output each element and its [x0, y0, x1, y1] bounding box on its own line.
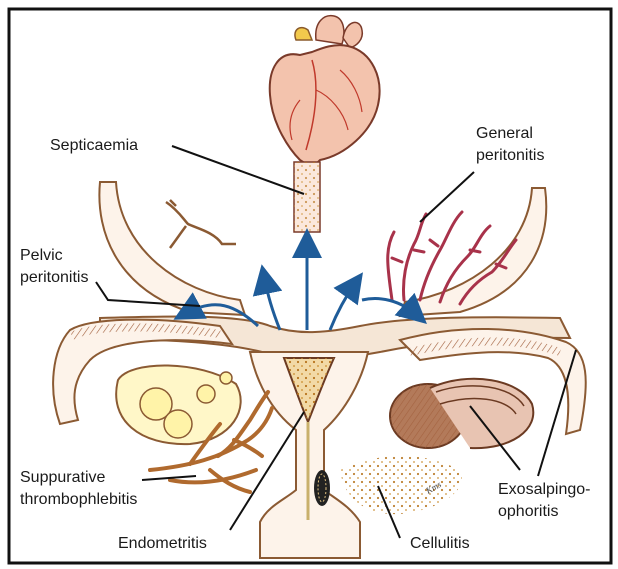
label-endometritis: Endometritis — [118, 535, 207, 552]
label-exosalpingo-line2: ophoritis — [498, 503, 558, 520]
label-suppurative-line2: thrombophlebitis — [20, 491, 137, 508]
label-pelvic-peritonitis-line2: peritonitis — [20, 269, 88, 286]
label-general-peritonitis-line2: peritonitis — [476, 147, 544, 164]
label-cellulitis: Cellulitis — [410, 535, 470, 552]
label-general-peritonitis-line1: General — [476, 125, 533, 142]
label-suppurative-line1: Suppurative — [20, 469, 105, 486]
label-pelvic-peritonitis-line1: Pelvic — [20, 247, 63, 264]
label-septicaemia: Septicaemia — [50, 137, 138, 154]
label-exosalpingo-line1: Exosalpingo- — [498, 481, 591, 498]
